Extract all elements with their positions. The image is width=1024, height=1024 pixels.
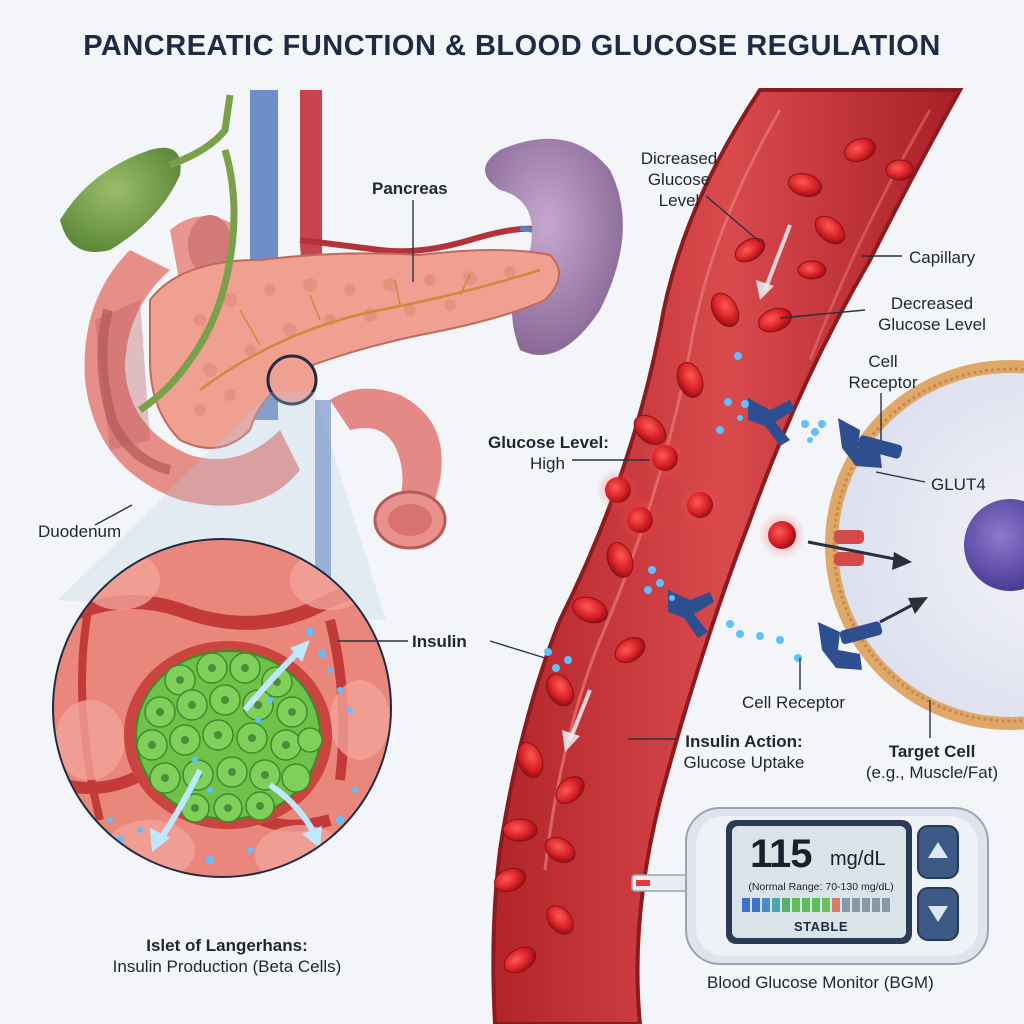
red-blood-cells xyxy=(494,137,915,974)
cell-receptors xyxy=(668,398,903,670)
insulin-molecules xyxy=(544,352,826,672)
bgm-status: STABLE xyxy=(793,919,849,934)
label-islet: Islet of Langerhans: Insulin Production … xyxy=(112,936,342,976)
label-capillary: Capillary xyxy=(909,248,976,267)
capillary xyxy=(491,88,964,1024)
nucleus xyxy=(964,499,1024,591)
label-insulin-action: Insulin Action: Glucose Uptake xyxy=(683,732,805,772)
label-cell-receptor-bottom: Cell Receptor xyxy=(742,693,845,712)
duodenum xyxy=(84,250,300,506)
blood-glucose-monitor xyxy=(631,807,989,965)
bgm-reading: 115 xyxy=(750,832,813,876)
label-target-cell: Target Cell (e.g., Muscle/Fat) xyxy=(865,742,999,782)
label-cell-receptor-top: Cell Receptor xyxy=(848,352,918,392)
chevron-up-icon xyxy=(928,842,948,858)
magnifier-circle xyxy=(266,354,318,406)
target-cell xyxy=(838,373,1024,717)
chevron-down-icon xyxy=(928,906,948,922)
bgm-unit: mg/dL xyxy=(830,848,886,870)
label-duodenum: Duodenum xyxy=(38,522,122,541)
spleen xyxy=(485,138,623,355)
label-bgm: Blood Glucose Monitor (BGM) xyxy=(707,973,934,992)
page-title: PANCREATIC FUNCTION & BLOOD GLUCOSE REGU… xyxy=(83,30,941,62)
label-insulin: Insulin xyxy=(412,632,467,651)
glut4-transporter xyxy=(834,530,864,566)
bgm-normal-range: (Normal Range: 70-130 mg/dL) xyxy=(748,881,894,893)
gallbladder xyxy=(60,147,181,252)
label-pancreas: Pancreas xyxy=(372,179,448,198)
label-decreased-glucose-right: Decreased Glucose Level xyxy=(878,294,986,334)
label-glucose-level: Glucose Level: High xyxy=(488,433,609,473)
label-glut4: GLUT4 xyxy=(931,475,986,494)
pancreas xyxy=(149,249,560,449)
label-decreased-glucose-top: Dicreased Glucose Level xyxy=(640,149,718,210)
